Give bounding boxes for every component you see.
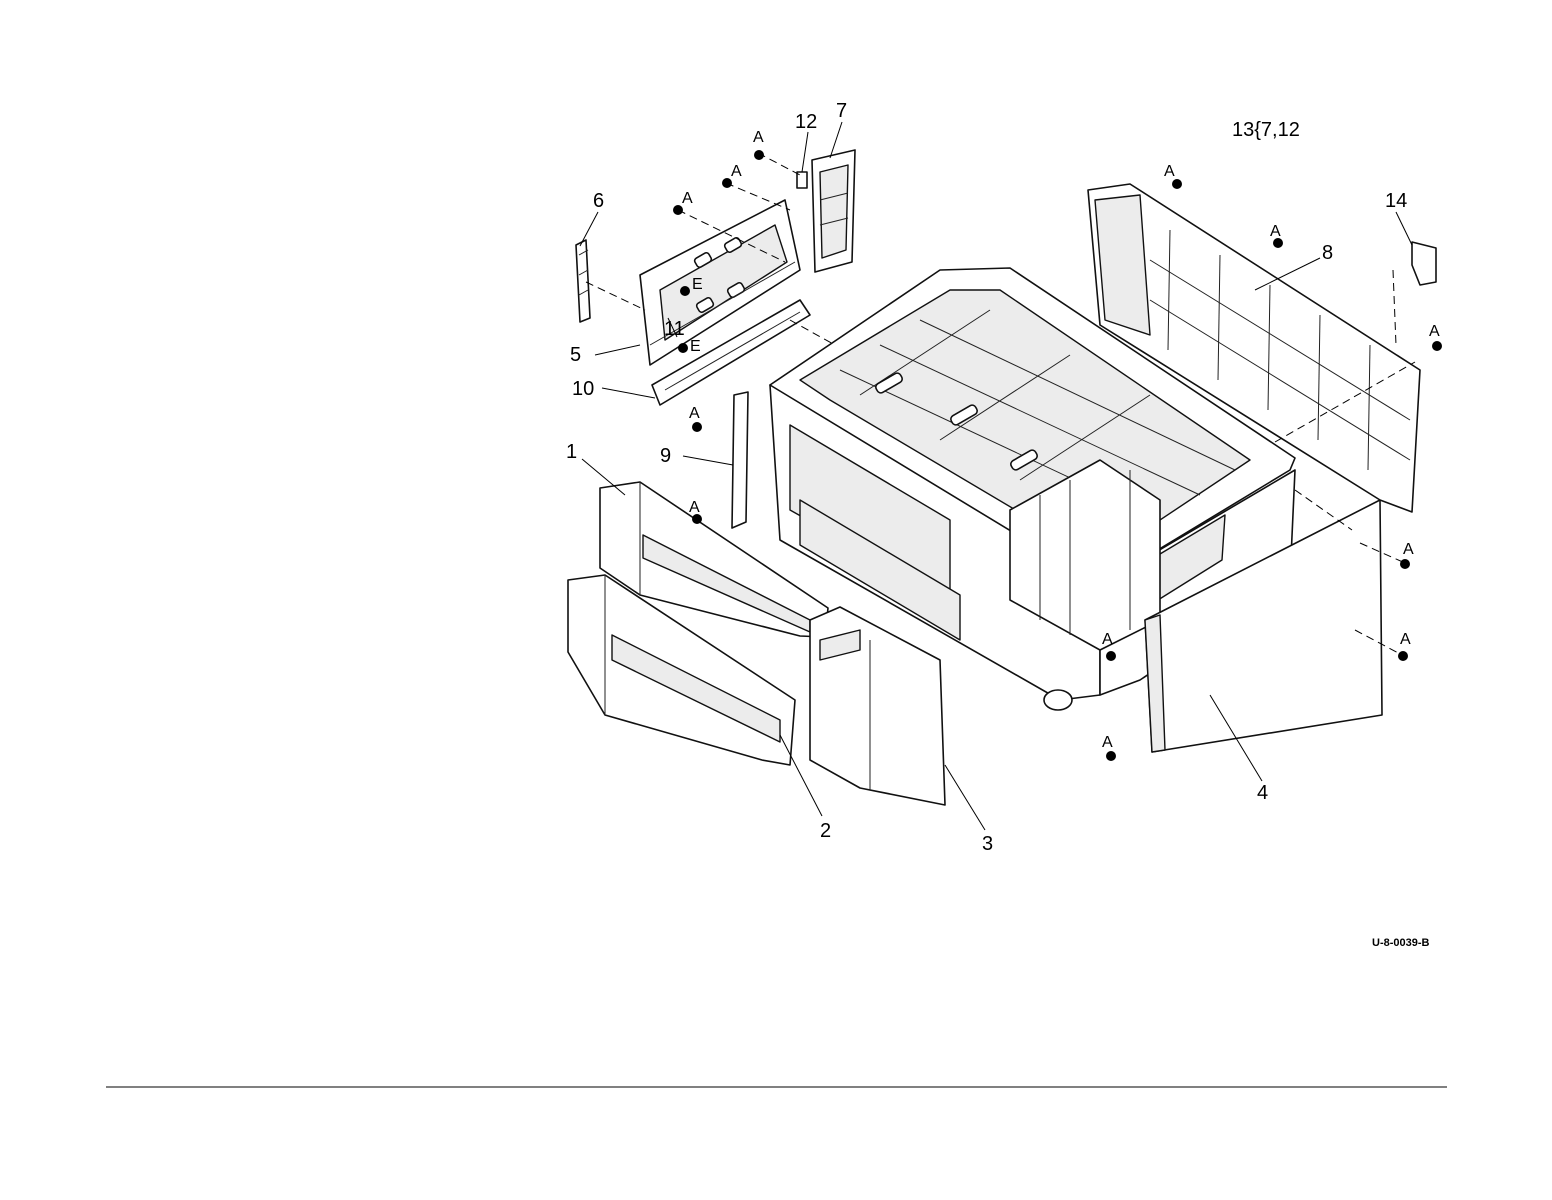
callout-6: 6 <box>593 190 604 212</box>
callout-14: 14 <box>1385 190 1407 212</box>
callout-4: 4 <box>1257 782 1268 804</box>
callout-7: 7 <box>836 100 847 122</box>
screw-label: A <box>1403 541 1414 558</box>
callout-1: 1 <box>566 441 577 463</box>
screw-label: A <box>731 163 742 180</box>
screw-label: A <box>753 129 764 146</box>
screw-label: A <box>1164 163 1175 180</box>
part-6-hinge <box>576 240 590 322</box>
callout-8: 8 <box>1322 242 1333 264</box>
callout-3: 3 <box>982 833 993 855</box>
screw-label: A <box>682 190 693 207</box>
part-7-panel <box>812 150 855 272</box>
screw-label: A <box>1102 734 1113 751</box>
screw-label: A <box>689 499 700 516</box>
e-ring-label: E <box>690 338 701 355</box>
part-3-right-cover <box>810 607 945 805</box>
callout-12: 12 <box>795 111 817 133</box>
figure-id: U-8-0039-B <box>1372 937 1430 949</box>
callout-13: 13{7,12 <box>1232 119 1300 141</box>
screw-label: A <box>689 405 700 422</box>
callout-5: 5 <box>570 344 581 366</box>
part-9-stay <box>732 392 748 528</box>
callout-2: 2 <box>820 820 831 842</box>
callout-9: 9 <box>660 445 671 467</box>
e-ring-label: E <box>692 276 703 293</box>
callout-11: 11 <box>664 318 685 340</box>
screw-label: A <box>1102 631 1113 648</box>
part-5-left-door <box>640 200 800 365</box>
callout-10: 10 <box>572 378 594 400</box>
screw-label: A <box>1429 323 1440 340</box>
part-14-cap <box>1412 242 1436 285</box>
screw-label: A <box>1270 223 1281 240</box>
screw-label: A <box>1400 631 1411 648</box>
